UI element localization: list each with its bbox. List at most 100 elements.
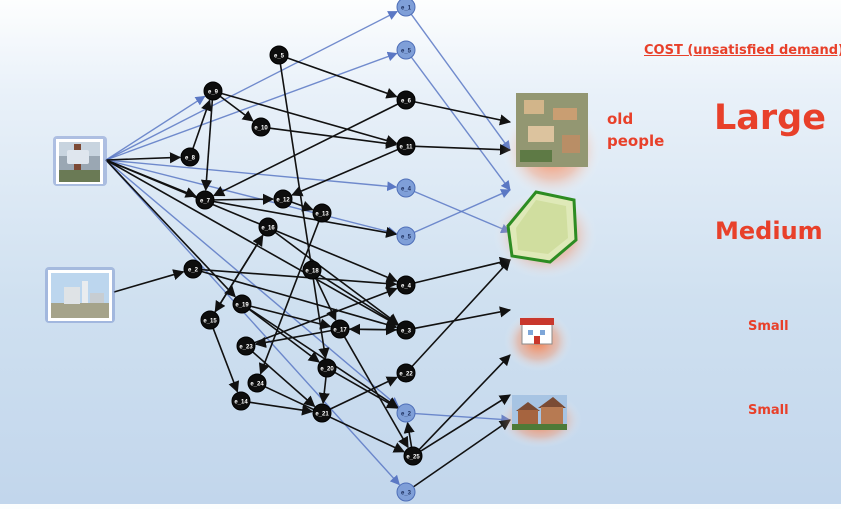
edge-blue	[105, 95, 206, 161]
edge-black	[192, 99, 212, 149]
node-label: e_4	[401, 187, 412, 193]
node-e-6: e_6	[396, 90, 416, 110]
edge-black	[411, 259, 511, 367]
hospital-icon	[504, 311, 572, 371]
edge-blue	[414, 412, 511, 425]
node-label: e_10	[254, 126, 268, 132]
edge-black	[418, 354, 511, 451]
node-label: e_1	[401, 6, 412, 12]
cost-small-hospital: Small	[748, 319, 789, 334]
node-e-18: e_18	[302, 260, 322, 280]
node-e-4: e_4	[396, 178, 416, 198]
edge-black	[414, 256, 512, 284]
edge-black	[254, 286, 398, 344]
edge-black	[105, 152, 182, 164]
node-label: e_20	[320, 367, 334, 373]
edge-black	[249, 308, 399, 409]
edge-black	[414, 144, 512, 156]
edge-blue	[410, 56, 511, 191]
cost-medium: Medium	[715, 217, 823, 245]
node-label: e_5	[401, 235, 412, 241]
node-e-3: e_3	[396, 482, 416, 502]
node-label: e_4	[401, 284, 412, 290]
edge-blue	[105, 51, 398, 161]
edge-black	[248, 308, 320, 363]
node-label: e_15	[203, 319, 217, 325]
node-label: e_14	[234, 400, 248, 406]
edge-blue	[410, 13, 511, 151]
node-label: e_9	[208, 90, 219, 96]
node-e-13: e_13	[312, 203, 332, 223]
node-e-5: e_5	[269, 45, 289, 65]
edge-black	[105, 159, 236, 298]
residential-area-photo	[502, 93, 602, 198]
node-e-5: e_5	[396, 226, 416, 246]
node-e-4: e_4	[396, 275, 416, 295]
cost-small-houses: Small	[748, 403, 789, 418]
edge-black	[258, 221, 320, 375]
node-e-23: e_23	[236, 336, 256, 356]
node-label: e_11	[399, 145, 413, 151]
edge-black	[212, 328, 240, 393]
edge-black	[403, 421, 415, 448]
edge-blue	[413, 189, 511, 233]
edge-black	[412, 419, 511, 488]
edge-black	[414, 101, 512, 126]
edge-black	[287, 57, 398, 99]
node-e-15: e_15	[200, 310, 220, 330]
node-label: e_17	[333, 328, 347, 334]
node-e-14: e_14	[231, 391, 251, 411]
node-e-17: e_17	[330, 319, 350, 339]
edge-black	[274, 231, 399, 325]
node-e-1: e_1	[396, 0, 416, 17]
node-e-2: e_2	[396, 403, 416, 423]
edge-black	[213, 193, 275, 205]
edge-blue	[105, 10, 398, 161]
cost-large: Large	[714, 98, 826, 138]
edge-black	[264, 386, 405, 453]
edge-black	[252, 351, 316, 408]
edge-blue	[105, 159, 398, 237]
node-label: e_5	[401, 49, 412, 55]
node-label: e_21	[315, 412, 329, 418]
node-e-21: e_21	[312, 403, 332, 423]
node-e-9: e_9	[203, 81, 223, 101]
node-label: e_13	[315, 212, 329, 218]
edge-black	[214, 234, 264, 313]
edge-black	[318, 376, 330, 405]
map-area-icon	[493, 190, 597, 279]
edge-black	[420, 394, 511, 452]
node-e-10: e_10	[251, 117, 271, 137]
edge-black	[343, 336, 409, 449]
node-e-20: e_20	[317, 358, 337, 378]
node-e-5: e_5	[396, 40, 416, 60]
edge-black	[319, 274, 399, 326]
edge-black	[221, 92, 398, 146]
edge-black	[113, 269, 185, 293]
edge-black	[291, 200, 314, 212]
node-label: e_2	[188, 268, 199, 274]
edge-blue	[105, 159, 400, 408]
edge-black	[291, 148, 399, 197]
node-label: e_25	[406, 455, 420, 461]
edge-black	[200, 99, 214, 192]
node-label: e_8	[185, 156, 196, 162]
edge-black	[219, 95, 254, 122]
node-e-24: e_24	[247, 373, 267, 393]
node-e-19: e_19	[232, 294, 252, 314]
old-people-line-1: old	[607, 110, 634, 128]
node-label: e_2	[401, 412, 412, 418]
node-label: e_6	[401, 99, 412, 105]
node-e-3: e_3	[396, 320, 416, 340]
old-people-label: old people	[607, 108, 664, 152]
node-label: e_24	[250, 382, 264, 388]
node-label: e_16	[261, 226, 275, 232]
edge-black	[105, 159, 399, 326]
node-label: e_23	[239, 345, 253, 351]
node-e-25: e_25	[403, 446, 423, 466]
node-e-7: e_7	[195, 190, 215, 210]
edge-black	[105, 159, 398, 283]
edge-black	[249, 401, 314, 416]
node-label: e_7	[200, 199, 211, 205]
